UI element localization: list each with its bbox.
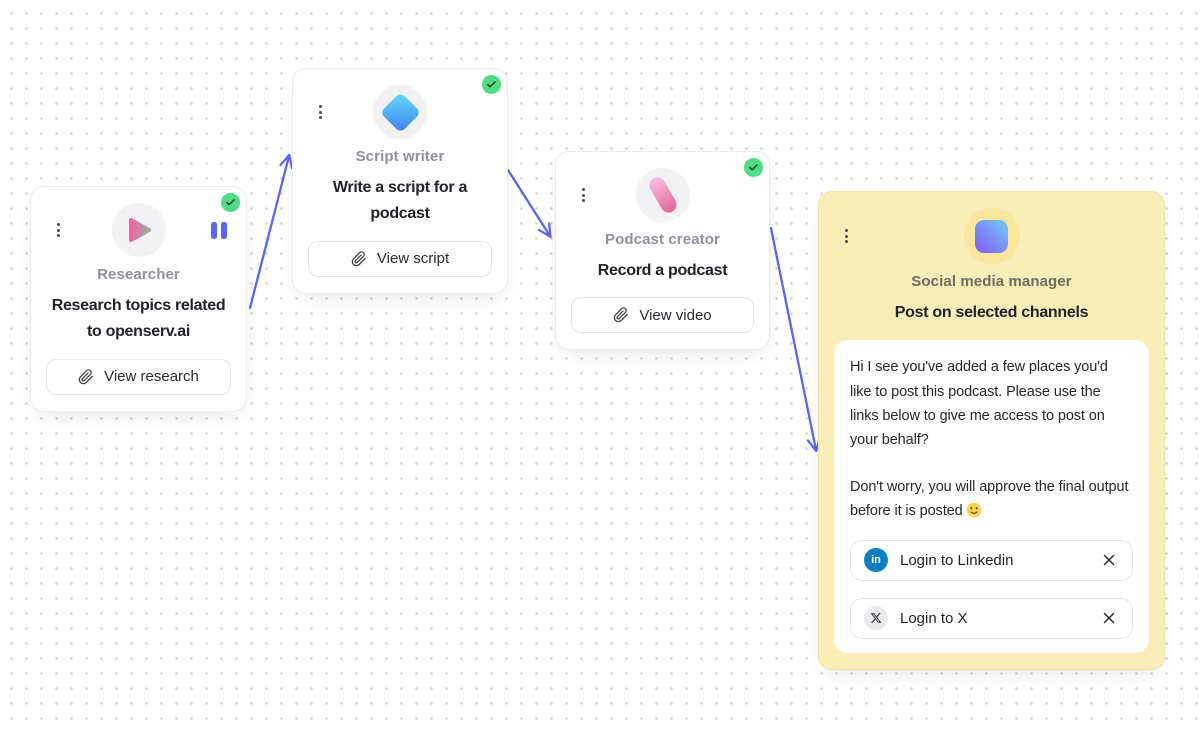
message-paragraph: Hi I see you've added a few places you'd…: [850, 359, 1108, 449]
view-script-button[interactable]: View script: [308, 240, 492, 277]
avatar: [111, 203, 166, 257]
status-check-badge: [220, 192, 241, 213]
check-icon: [487, 81, 496, 88]
kebab-menu-icon[interactable]: [53, 219, 64, 241]
agent-node-social-media-manager[interactable]: Social media manager Post on selected ch…: [818, 191, 1165, 670]
agent-name: Social media manager: [911, 273, 1072, 290]
close-icon[interactable]: [1099, 550, 1119, 570]
login-x-button[interactable]: Login to X: [850, 597, 1133, 639]
agent-name: Podcast creator: [605, 231, 720, 248]
edge-researcher-to-scriptwriter: [248, 153, 294, 310]
smiley-emoji-icon: [966, 502, 981, 518]
pause-button[interactable]: [208, 219, 230, 242]
agent-task: Research topics related to openserv.ai: [51, 297, 226, 341]
x-logo-icon: [864, 606, 888, 631]
agent-name: Script writer: [355, 148, 445, 165]
agent-node-podcast-creator[interactable]: Podcast creator Record a podcast View vi…: [555, 151, 770, 351]
paperclip-icon: [614, 307, 629, 323]
pill-icon: [646, 174, 679, 216]
edge-podcastcreator-to-socialmanager: [769, 226, 821, 453]
square-gradient-icon: [975, 219, 1008, 253]
view-research-label: View research: [104, 368, 199, 386]
login-linkedin-button[interactable]: in Login to Linkedin: [850, 539, 1133, 581]
view-video-label: View video: [639, 306, 712, 324]
agent-node-script-writer[interactable]: Script writer Write a script for a podca…: [292, 68, 508, 294]
status-check-badge: [743, 157, 764, 178]
view-research-button[interactable]: View research: [46, 358, 231, 395]
kebab-menu-icon[interactable]: [841, 225, 852, 247]
avatar: [373, 85, 427, 139]
check-icon: [749, 164, 758, 171]
kebab-menu-icon[interactable]: [578, 184, 589, 206]
view-script-label: View script: [376, 250, 450, 268]
agent-task: Post on selected channels: [894, 304, 1089, 321]
play-icon: [128, 218, 151, 242]
login-x-label: Login to X: [900, 609, 968, 627]
edge-scriptwriter-to-podcastcreator: [506, 168, 552, 238]
login-linkedin-label: Login to Linkedin: [900, 551, 1014, 569]
diamond-icon: [379, 91, 421, 133]
avatar: [963, 208, 1020, 264]
close-icon[interactable]: [1099, 608, 1119, 628]
paperclip-icon: [78, 369, 94, 385]
agent-task: Record a podcast: [597, 262, 728, 279]
agent-name: Researcher: [97, 266, 180, 283]
agent-node-researcher[interactable]: Researcher Research topics related to op…: [30, 186, 247, 412]
avatar: [635, 168, 690, 222]
message-paragraph: Don't worry, you will approve the final …: [850, 478, 1129, 520]
linkedin-icon: in: [864, 548, 888, 573]
paperclip-icon: [351, 251, 366, 267]
agent-task: Write a script for a podcast: [332, 179, 468, 223]
check-icon: [226, 199, 235, 206]
status-check-badge: [481, 74, 502, 95]
view-video-button[interactable]: View video: [571, 297, 754, 334]
kebab-menu-icon[interactable]: [315, 101, 326, 123]
agent-message-panel: Hi I see you've added a few places you'd…: [834, 340, 1149, 653]
